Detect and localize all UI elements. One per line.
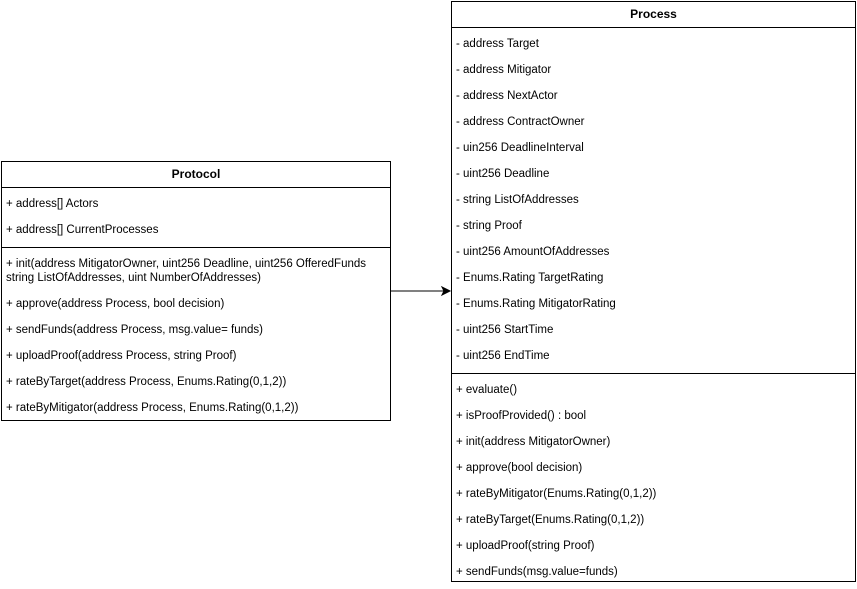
protocol-method: + rateByMitigator(address Process, Enums… — [6, 402, 299, 414]
protocol-method: + init(address MitigatorOwner, uint256 D… — [6, 258, 367, 284]
protocol-class-box[interactable]: Protocol + address[] Actors + address[] … — [1, 161, 391, 421]
protocol-method: + approve(address Process, bool decision… — [6, 298, 225, 310]
process-method: + rateByTarget(Enums.Rating(0,1,2)) — [456, 514, 645, 526]
process-attribute: - Enums.Rating MitigatorRating — [456, 298, 616, 310]
protocol-attribute: + address[] CurrentProcesses — [6, 224, 159, 236]
process-method: + sendFunds(msg.value=funds) — [456, 566, 618, 578]
protocol-method: + uploadProof(address Process, string Pr… — [6, 350, 237, 362]
protocol-attribute: + address[] Actors — [6, 198, 99, 210]
process-attribute: - address Target — [456, 38, 539, 50]
process-attribute: - string Proof — [456, 220, 522, 232]
process-class-box[interactable]: Process - address Target - address Mitig… — [451, 1, 856, 582]
process-attribute: - address NextActor — [456, 90, 558, 102]
protocol-method: + sendFunds(address Process, msg.value= … — [6, 324, 263, 336]
process-attribute: - uint256 StartTime — [456, 324, 554, 336]
process-attribute: - Enums.Rating TargetRating — [456, 272, 604, 284]
protocol-attributes: + address[] Actors + address[] CurrentPr… — [2, 188, 390, 247]
process-method: + rateByMitigator(Enums.Rating(0,1,2)) — [456, 488, 657, 500]
process-method: + uploadProof(string Proof) — [456, 540, 595, 552]
process-attribute: - uint256 EndTime — [456, 350, 550, 362]
process-attribute: - uin256 DeadlineInterval — [456, 142, 584, 154]
process-method: + isProofProvided() : bool — [456, 410, 587, 422]
process-method: + init(address MitigatorOwner) — [456, 436, 611, 448]
arrow-head-icon — [440, 285, 452, 297]
process-class-title: Process — [452, 2, 855, 28]
process-attribute: - address Mitigator — [456, 64, 552, 76]
process-method: + evaluate() — [456, 384, 518, 396]
protocol-methods: + init(address MitigatorOwner, uint256 D… — [2, 247, 390, 425]
process-attribute: - uint256 Deadline — [456, 168, 550, 180]
process-methods: + evaluate() + isProofProvided() : bool … — [452, 373, 855, 589]
protocol-method: + rateByTarget(address Process, Enums.Ra… — [6, 376, 287, 388]
process-method: + approve(bool decision) — [456, 462, 583, 474]
process-attribute: - string ListOfAddresses — [456, 194, 579, 206]
process-attribute: - uint256 AmountOfAddresses — [456, 246, 610, 258]
protocol-class-title: Protocol — [2, 162, 390, 188]
process-attributes: - address Target - address Mitigator - a… — [452, 28, 855, 373]
process-attribute: - address ContractOwner — [456, 116, 585, 128]
